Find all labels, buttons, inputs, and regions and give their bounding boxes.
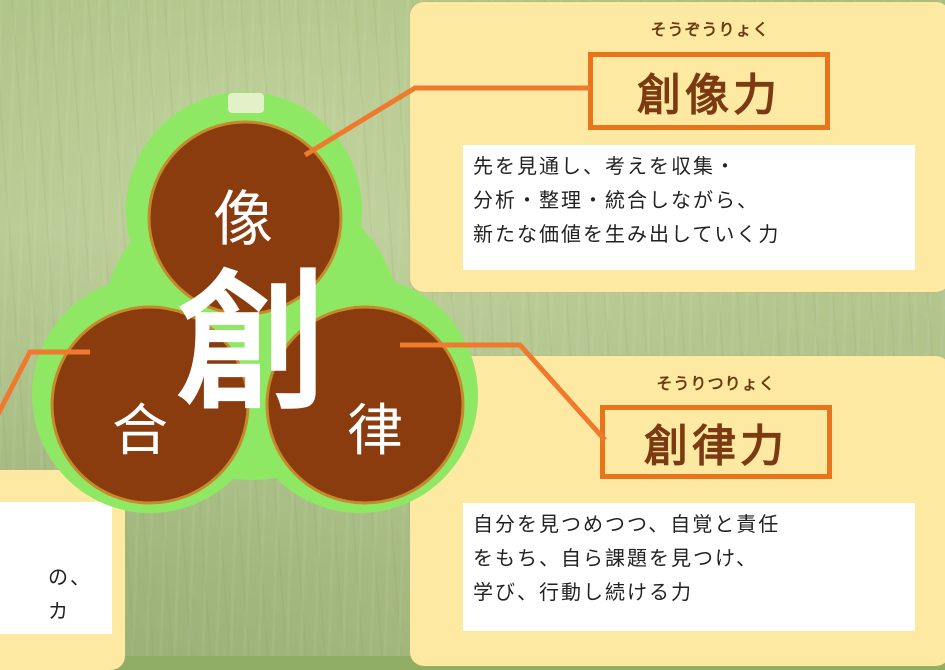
connector-right xyxy=(400,342,607,442)
imagination-description: 先を見通し、考えを収集・ 分析・整理・統合しながら、 新たな価値を生み出していく… xyxy=(463,145,915,270)
connector-top xyxy=(303,85,590,158)
circle-right-kanji: 律 xyxy=(347,399,403,464)
circle-right xyxy=(265,305,465,505)
creativity-diagram: 像 合 律 創 xyxy=(0,85,607,513)
imagination-ruby: そうぞうりょく xyxy=(650,20,770,39)
circle-left xyxy=(50,305,250,505)
circle-left-kanji: 合 xyxy=(112,399,168,464)
harmony-desc-line-3: カ xyxy=(48,599,70,623)
connector-left xyxy=(0,349,90,416)
discipline-description: 自分を見つめつつ、自覚と責任 をもち、自ら課題を見つけ、 学び、行動し続ける力 xyxy=(463,503,915,631)
circle-top-kanji: 像 xyxy=(213,185,273,255)
discipline-desc-line-2: をもち、自ら課題を見つけ、 xyxy=(473,546,758,570)
discipline-desc-line-3: 学び、行動し続ける力 xyxy=(473,580,693,604)
discipline-ruby: そうりつりょく xyxy=(656,374,776,393)
discipline-title: 創律力 xyxy=(600,405,832,479)
imagination-desc-line-2: 分析・整理・統合しながら、 xyxy=(473,188,759,212)
center-kanji: 創 xyxy=(177,257,327,431)
imagination-title: 創像力 xyxy=(588,52,830,130)
imagination-desc-line-3: 新たな価値を生み出していく力 xyxy=(473,222,781,246)
imagination-desc-line-1: 先を見通し、考えを収集・ xyxy=(473,154,737,178)
discipline-desc-line-1: 自分を見つめつつ、自覚と責任 xyxy=(473,512,781,536)
circle-top xyxy=(147,120,343,316)
harmony-desc-line-2: の、 xyxy=(48,565,92,589)
harmony-description-box: の、 カ xyxy=(0,502,112,634)
